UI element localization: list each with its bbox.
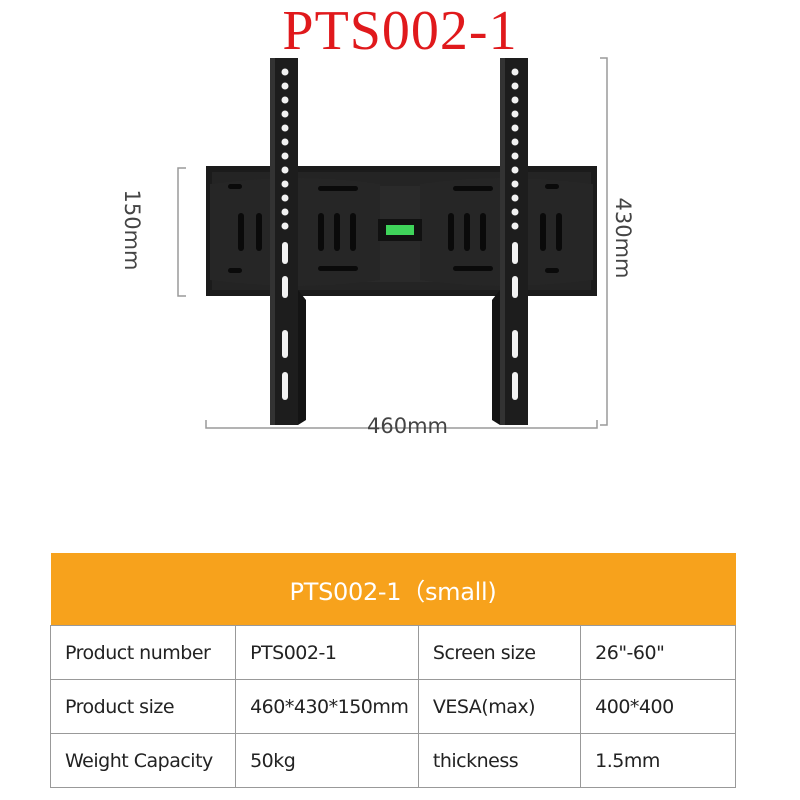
spec-value: 50kg (235, 733, 419, 788)
height-dimension-label: 430mm (611, 197, 635, 279)
left-arm (270, 58, 306, 425)
spec-label: Product number (49, 625, 237, 680)
table-row: Product size 460*430*150mm VESA(max) 400… (49, 679, 736, 734)
wall-mount-illustration (177, 57, 608, 429)
spec-label: Screen size (417, 625, 582, 680)
table-row: Weight Capacity 50kg thickness 1.5mm (49, 733, 736, 788)
spec-value: 1.5mm (580, 733, 736, 788)
depth-dimension-label: 150mm (120, 189, 144, 271)
spec-value: 400*400 (580, 679, 736, 734)
spec-table: PTS002-1（small) Product number PTS002-1 … (49, 553, 736, 788)
spec-value: PTS002-1 (235, 625, 419, 680)
bubble-level (386, 225, 414, 235)
spec-table-header-row: PTS002-1（small) (50, 553, 736, 626)
spec-table-header: PTS002-1（small) (50, 553, 736, 626)
right-arm (492, 58, 528, 425)
table-row: Product number PTS002-1 Screen size 26"-… (49, 625, 736, 680)
dimension-lines (177, 57, 608, 429)
spec-label: Weight Capacity (49, 733, 237, 788)
spec-label: VESA(max) (417, 679, 582, 734)
spec-value: 26"-60" (580, 625, 736, 680)
spec-value: 460*430*150mm (235, 679, 419, 734)
spec-label: Product size (49, 679, 237, 734)
wall-plate (206, 166, 597, 296)
spec-label: thickness (417, 733, 582, 788)
product-title: PTS002-1 (282, 0, 518, 62)
width-dimension-label: 460mm (367, 414, 448, 438)
